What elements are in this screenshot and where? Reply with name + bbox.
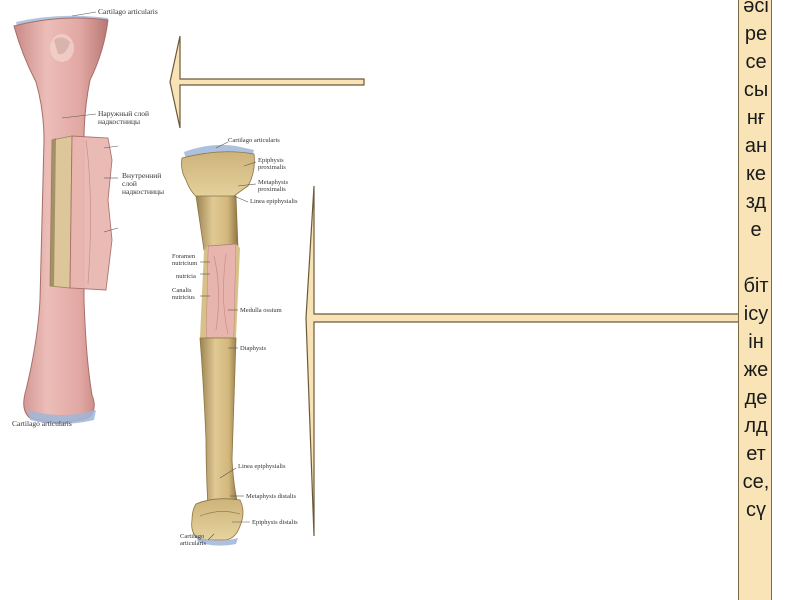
- right-label-medulla: Medulla ossium: [240, 307, 282, 314]
- panel-line: ін: [748, 331, 764, 353]
- panel-line: нғ: [746, 107, 766, 129]
- text-panel: әсі ре се сы нғ ан ке зд е біт ісу ін же де лд ет се, сү: [738, 0, 772, 600]
- panel-line: се: [745, 51, 767, 73]
- right-diaphysis: [199, 337, 239, 509]
- panel-line: біт: [743, 275, 769, 297]
- left-periosteum-flap: [69, 135, 113, 291]
- left-label-cartilage-bottom: Cartilago articularis: [12, 419, 72, 428]
- panel-line: сы: [743, 79, 769, 101]
- callout-arrow-bottom: [305, 185, 741, 537]
- right-label-epiphysis-proximal: Epiphysis proximalis: [258, 157, 286, 171]
- right-label-cartilage-top: Cartilago articularis: [228, 137, 280, 144]
- panel-line: ре: [744, 23, 768, 45]
- right-label-epiphysis-distal: Epiphysis distalis: [252, 519, 298, 526]
- panel-line: ісу: [743, 303, 769, 325]
- panel-line: [739, 244, 771, 272]
- right-label-canalis: Canalis nutricius: [172, 287, 195, 301]
- panel-line: лд: [744, 415, 768, 437]
- right-label-foramen: Foramen nutricium: [172, 253, 197, 267]
- left-cartilage-bottom: [28, 410, 96, 424]
- panel-line: се,: [742, 471, 770, 493]
- right-epiphysis-proximal: [181, 151, 255, 201]
- panel-text-column: әсі ре се сы нғ ан ке зд е біт ісу ін же де лд ет се, сү: [739, 0, 771, 524]
- right-label-diaphysis: Diaphysis: [240, 345, 266, 352]
- left-label-inner-periosteum: Внутренний слой надкостницы: [122, 171, 164, 196]
- right-label-nutricia: nutricia: [176, 273, 196, 280]
- left-bone: [13, 11, 119, 424]
- left-label-outer-periosteum: Наружный слой надкостницы: [98, 109, 151, 126]
- panel-line: зд: [745, 191, 767, 213]
- right-label-linea-epiphysialis-bottom: Linea epiphysialis: [238, 463, 286, 470]
- panel-line: же: [743, 359, 769, 381]
- panel-line: ан: [744, 135, 768, 157]
- right-epiphysis-distal: [191, 498, 244, 541]
- panel-line: әсі: [743, 0, 769, 17]
- callout-arrow-top: [169, 35, 365, 129]
- panel-line: е: [750, 219, 762, 241]
- panel-line: сү: [746, 499, 766, 521]
- right-marrow-cavity: [205, 243, 237, 339]
- left-label-cartilage-top: Cartilago articularis: [98, 7, 158, 16]
- right-label-metaphysis-proximal: Metaphysis proximalis: [258, 179, 290, 193]
- right-cartilage-bottom: [196, 536, 238, 546]
- right-label-metaphysis-distal: Metaphysis distalis: [246, 493, 296, 500]
- panel-line: ет: [746, 443, 766, 465]
- panel-line: де: [744, 387, 768, 409]
- right-label-cartilage-bottom: Cartilago articularis: [180, 533, 206, 547]
- right-bone: [181, 141, 257, 546]
- panel-line: ке: [745, 163, 767, 185]
- right-label-linea-epiphysialis-top: Linea epiphysialis: [250, 198, 298, 205]
